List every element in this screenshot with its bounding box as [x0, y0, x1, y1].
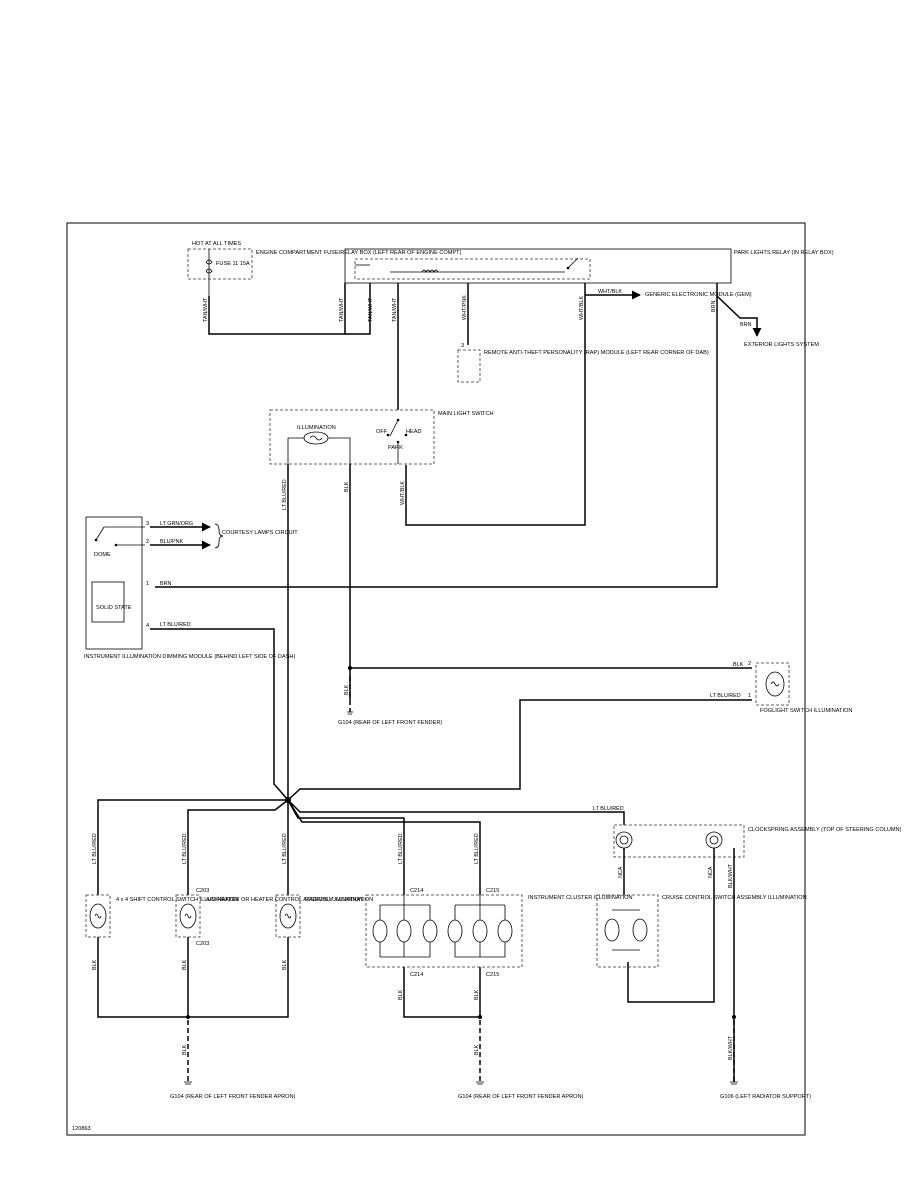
shift-label: 4 x 4 SHIFT CONTROL SWITCH ILLUMINATION — [116, 897, 238, 903]
dimmer-label: INSTRUMENT ILLUMINATION DIMMING MODULE (… — [84, 654, 295, 660]
wire-label-lt-blu-red-7: LT BLU/RED — [474, 833, 480, 864]
wire-label-lt-blu-red-2: LT BLU/RED — [160, 622, 191, 628]
wire-brn-exterior — [716, 295, 762, 337]
wire-label-lt-blu-red-cs: LT BLU/RED — [593, 806, 624, 812]
rap-module: 3 REMOTE ANTI-THEFT PERSONALITY (RAP) MO… — [457, 343, 709, 383]
wire-label-lt-blu-red-3: LT BLU/RED — [92, 833, 98, 864]
fuse-label: FUSE 11 15A — [216, 261, 250, 267]
c214-bottom: C214 — [410, 972, 423, 978]
fuse-box: HOT AT ALL TIMES FUSE 11 15A ENGINE COMP… — [187, 241, 462, 296]
illumination-text: ILLUMINATION — [297, 425, 336, 431]
rap-pin: 3 — [461, 343, 464, 349]
wire-label-lt-blu-red-1: LT BLU/RED — [282, 479, 288, 510]
wire-label-blk-7: BLK — [398, 989, 404, 1000]
wire-label-blk-3: BLK — [92, 959, 98, 970]
wire-label-nca-2: NCA — [708, 866, 714, 878]
wire-tan-wht-2 — [345, 283, 371, 335]
hot-at-all-times-label: HOT AT ALL TIMES — [192, 241, 241, 247]
solid-state-text: SOLID STATE — [96, 605, 132, 611]
wire-label-blk-wht-2: BLK/WHT — [728, 1035, 734, 1060]
wire-label-blk-6: BLK — [182, 1044, 188, 1055]
rap-label: REMOTE ANTI-THEFT PERSONALITY (RAP) MODU… — [484, 350, 709, 356]
gem-label: GENERIC ELECTRONIC MODULE (GEM) — [645, 292, 752, 298]
wire-lt-blu-red-dimmer — [150, 628, 289, 801]
wire-label-brn-2: BRN — [160, 581, 171, 587]
dome-text: DOME — [94, 552, 111, 558]
c203-top: C203 — [196, 888, 209, 894]
cruise-label: CRUISE CONTROL SWITCH ASSEMBLY ILLUMINAT… — [662, 895, 807, 901]
dimming-module: DOME SOLID STATE 3 2 1 4 INSTRUMENT ILLU… — [84, 516, 295, 660]
wire-label-lt-grn-org: LT GRN/ORG — [160, 521, 193, 527]
wire-label-tan-wht-4: TAN/WHT — [392, 297, 398, 322]
off-text: OFF — [376, 429, 388, 435]
wire-label-blu-pnk: BLU/PNK — [160, 539, 183, 545]
g104-mid-label: G104 (REAR OF LEFT FRONT FENDER) — [338, 720, 442, 726]
wire-label-blk-1: BLK — [344, 481, 350, 492]
wire-label-blk-5: BLK — [282, 959, 288, 970]
fuse-box-label: ENGINE COMPARTMENT FUSE/RELAY BOX (LEFT … — [256, 250, 462, 256]
wire-label-blk-9: BLK — [474, 1044, 480, 1055]
c214-top: C214 — [410, 888, 423, 894]
wire-label-blk-wht-1: BLK/WHT — [728, 863, 734, 888]
head-text: HEAD — [406, 429, 422, 435]
main-light-switch: MAIN LIGHT SWITCH ILLUMINATION OFF HEAD … — [269, 409, 494, 465]
wire-label-blk-4: BLK — [182, 959, 188, 970]
g104-center-label: G104 (REAR OF LEFT FRONT FENDER APRON) — [458, 1094, 583, 1100]
wire-label-wht-blk-1: WHT/BLK — [579, 296, 585, 320]
wire-label-blk-2: BLK — [344, 684, 350, 695]
wire-label-blk-8: BLK — [474, 989, 480, 1000]
wire-label-lt-blu-red-5: LT BLU/RED — [282, 833, 288, 864]
foglight-switch: 2 1 FOGLIGHT SWITCH ILLUMINATION — [748, 661, 852, 714]
c215-bottom: C215 — [486, 972, 499, 978]
relay-label: PARK LIGHTS RELAY (IN RELAY BOX) — [734, 250, 834, 256]
wire-label-tan-wht-1: TAN/WHT — [203, 297, 209, 322]
wire-label-nca-1: NCA — [618, 866, 624, 878]
wire-label-wht-blk-2: WHT/BLK — [400, 481, 406, 505]
park-text: PARK — [388, 445, 403, 451]
wire-label-lt-blu-red-4: LT BLU/RED — [182, 833, 188, 864]
clockspring-assembly: CLOCKSPRING ASSEMBLY (TOP OF STEERING CO… — [613, 824, 902, 858]
radio-label: RADIO ILLUMINATION — [305, 897, 363, 903]
dimmer-pin1: 1 — [146, 581, 149, 587]
fog-pin2: 2 — [748, 661, 751, 667]
wire-label-wht-pnk: WHT/PNK — [462, 295, 468, 320]
dimmer-pin3: 3 — [146, 521, 149, 527]
main-switch-label: MAIN LIGHT SWITCH — [438, 411, 494, 417]
foglight-label: FOGLIGHT SWITCH ILLUMINATION — [760, 708, 852, 714]
dimmer-pin2: 2 — [146, 539, 149, 545]
c203-bottom: C203 — [196, 941, 209, 947]
wire-tan-wht-fuse — [208, 296, 346, 335]
wire-label-brn-1: BRN — [711, 301, 717, 312]
wire-brn-relay — [155, 283, 718, 588]
wire-label-tan-wht-3: TAN/WHT — [368, 297, 374, 322]
clockspring-label: CLOCKSPRING ASSEMBLY (TOP OF STEERING CO… — [748, 827, 902, 833]
wire-label-wht-blk-gem: WHT/BLK — [598, 289, 622, 295]
wire-label-brn-ext: BRN — [740, 322, 751, 328]
c215-top: C215 — [486, 888, 499, 894]
g104-left-label: G104 (REAR OF LEFT FRONT FENDER APRON) — [170, 1094, 295, 1100]
park-lights-relay: PARK LIGHTS RELAY (IN RELAY BOX) — [344, 248, 834, 284]
g106-label: G106 (LEFT RADIATOR SUPPORT) — [720, 1094, 811, 1100]
cluster-label: INSTRUMENT CLUSTER ILLUMINATION — [528, 895, 633, 901]
dimmer-pin4: 4 — [146, 623, 149, 629]
cluster-illumination: C214 C215 C214 C215 INSTRUMENT CLUSTER I… — [365, 888, 633, 978]
diagram-frame — [66, 222, 806, 1136]
courtesy-label: COURTESY LAMPS CIRCUIT — [222, 530, 298, 536]
exterior-lights-label: EXTERIOR LIGHTS SYSTEM — [744, 342, 819, 348]
fog-pin1: 1 — [748, 693, 751, 699]
diagram-id: 120863 — [72, 1126, 91, 1132]
wire-label-lt-blu-red-fog: LT BLU/RED — [710, 693, 741, 699]
wire-label-lt-blu-red-6: LT BLU/RED — [398, 833, 404, 864]
cruise-control-illumination: CRUISE CONTROL SWITCH ASSEMBLY ILLUMINAT… — [596, 894, 807, 968]
wire-wht-blk-relay — [405, 283, 586, 526]
wire-label-blk-fog: BLK — [733, 662, 744, 668]
ac-label: A/C-HEATER OR HEATER CONTROL ASSEMBLY IL… — [206, 897, 373, 903]
wire-label-tan-wht-2: TAN/WHT — [339, 297, 345, 322]
